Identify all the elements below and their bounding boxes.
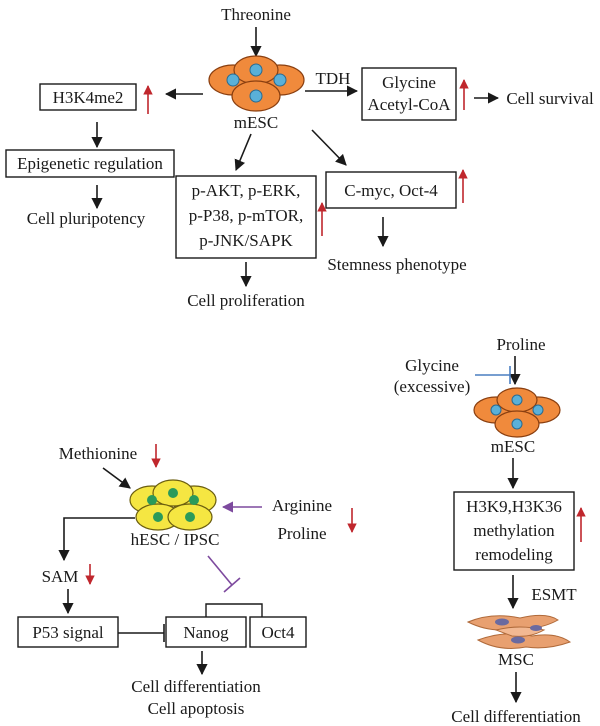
outcome-differentiation: Cell differentiation — [131, 677, 261, 696]
survival-label: Cell survival — [506, 89, 594, 108]
sam-label: SAM — [42, 567, 79, 586]
stemness-label: Stemness phenotype — [327, 255, 466, 274]
arginine-label: Arginine — [272, 496, 332, 515]
oct4-label: Oct4 — [261, 623, 295, 642]
histone-line-1: H3K9,H3K36 — [466, 497, 562, 516]
hesc-inhibit-bar — [223, 577, 241, 593]
cmyc-label: C-myc, Oct-4 — [344, 181, 438, 200]
p53-box — [17, 616, 119, 648]
epigenetic-label: Epigenetic regulation — [17, 154, 163, 173]
nanog-oct4-bracket — [205, 603, 263, 617]
to-kinases-arrow — [234, 133, 252, 172]
kinases-line-3: p-JNK/SAPK — [199, 231, 293, 250]
hesc-label: hESC / IPSC — [131, 530, 220, 549]
outcome-apoptosis: Cell apoptosis — [148, 699, 245, 718]
histone-box — [453, 491, 575, 571]
to-cmyc-arrow — [311, 129, 347, 166]
oct4-box — [249, 616, 307, 648]
methionine-arrow — [102, 467, 131, 489]
pluripotency-label: Cell pluripotency — [27, 209, 146, 228]
nanog-label: Nanog — [183, 623, 229, 642]
acetyl-coa-label: Acetyl-CoA — [367, 95, 451, 114]
kinases-line-1: p-AKT, p-ERK, — [192, 181, 301, 200]
epigenetic-box — [5, 149, 175, 178]
msc-cell-cluster — [466, 614, 572, 649]
histone-line-3: remodeling — [475, 545, 553, 564]
mesc-label-top: mESC — [234, 113, 278, 132]
msc-label: MSC — [498, 650, 534, 669]
p53-label: P53 signal — [32, 623, 104, 642]
cmyc-box — [325, 171, 457, 209]
esmt-label: ESMT — [531, 585, 577, 604]
mesc-cell-cluster-top — [208, 55, 305, 112]
proline-label-left: Proline — [277, 524, 326, 543]
glycine-label-right: Glycine — [405, 356, 459, 375]
mesc-cell-cluster-right — [473, 387, 561, 438]
h3k4me2-label: H3K4me2 — [53, 88, 124, 107]
msc-differentiation-label: Cell differentiation — [451, 707, 581, 726]
methionine-label: Methionine — [59, 444, 137, 463]
proline-label-right: Proline — [496, 335, 545, 354]
kinases-line-2: p-P38, p-mTOR, — [189, 206, 303, 225]
proliferation-label: Cell proliferation — [187, 291, 305, 310]
tdh-label: TDH — [316, 69, 351, 88]
glycine-excessive-label: (excessive) — [394, 377, 470, 396]
to-sam-arrow — [58, 517, 135, 562]
nanog-box — [165, 616, 247, 648]
mesc-label-right: mESC — [491, 437, 535, 456]
hesc-inhibit-line — [207, 555, 233, 586]
threonine-label: Threonine — [221, 5, 291, 24]
hesc-cell-cluster — [129, 479, 217, 531]
h3k4me2-box — [39, 83, 137, 111]
glycine-acetyl-box — [361, 67, 457, 121]
kinases-box — [175, 175, 317, 259]
histone-line-2: methylation — [473, 521, 555, 540]
glycine-label-top: Glycine — [382, 73, 436, 92]
